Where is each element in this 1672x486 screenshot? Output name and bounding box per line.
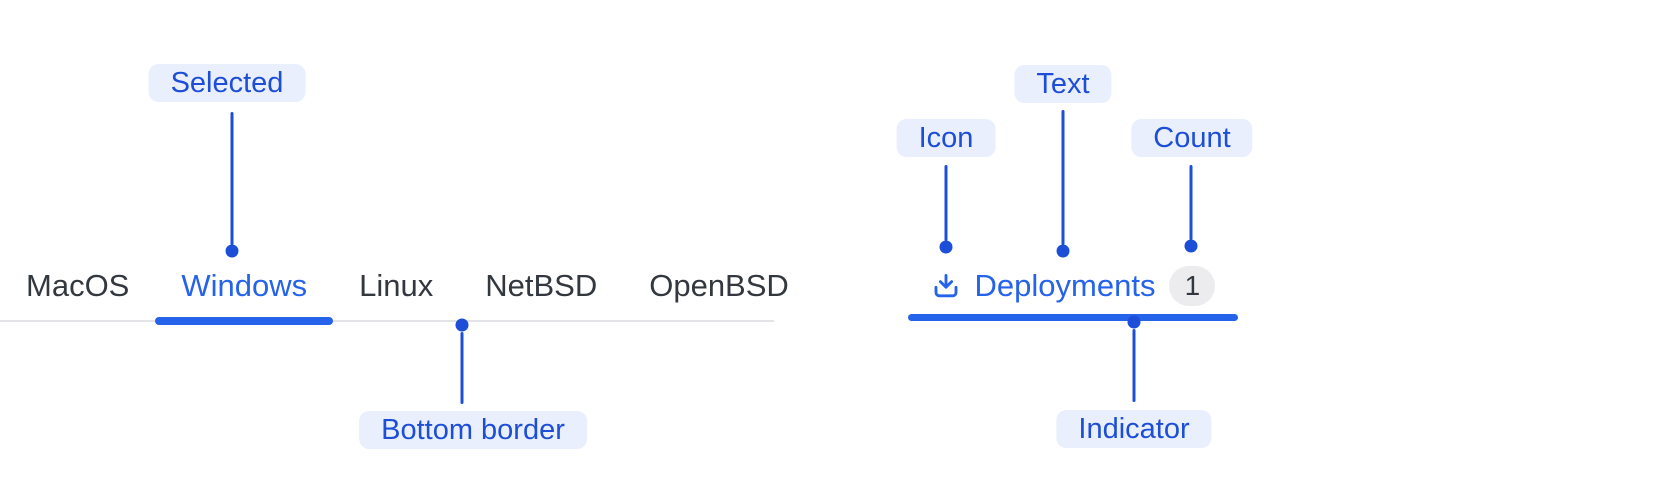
selected-callout-dot — [225, 244, 239, 258]
selected-callout-line — [230, 112, 234, 245]
count-badge: 1 — [1169, 266, 1216, 306]
icon-callout-dot — [939, 240, 953, 254]
tab-label: MacOS — [26, 268, 130, 303]
tab-netbsd[interactable]: NetBSD — [459, 260, 623, 320]
icon-callout-label: Icon — [896, 119, 996, 157]
tab-windows[interactable]: Windows — [155, 260, 334, 325]
download-icon — [934, 273, 957, 298]
tab-openbsd[interactable]: OpenBSD — [623, 260, 815, 320]
count-callout-line — [1189, 165, 1193, 240]
count-callout-label: Count — [1131, 119, 1253, 157]
text-callout-dot — [1056, 244, 1070, 258]
selected-tab-indicator — [155, 317, 334, 325]
tab-label: NetBSD — [485, 268, 598, 303]
selected-callout-label: Selected — [148, 64, 306, 102]
tab-macos[interactable]: MacOS — [0, 260, 155, 320]
tab-label: Deployments — [974, 268, 1156, 303]
indicator-callout-line — [1132, 329, 1136, 402]
tab-label: Linux — [359, 268, 434, 303]
bottom-border-callout-dot — [455, 318, 469, 332]
indicator-callout-label: Indicator — [1056, 410, 1212, 448]
icon-callout-line — [944, 165, 948, 241]
tab-linux[interactable]: Linux — [333, 260, 459, 320]
text-callout-line — [1061, 110, 1065, 245]
active-tab-indicator — [908, 314, 1238, 321]
bottom-border-callout-label: Bottom border — [359, 411, 587, 449]
bottom-border-callout-line — [460, 332, 464, 404]
tab-list: MacOS Windows Linux NetBSD OpenBSD — [0, 260, 789, 325]
indicator-callout-dot — [1127, 315, 1141, 329]
tab-label: Windows — [181, 268, 308, 303]
text-callout-label: Text — [1014, 65, 1112, 103]
tab-label: OpenBSD — [649, 268, 789, 303]
tab-deployments[interactable]: Deployments 1 — [908, 260, 1238, 312]
count-callout-dot — [1184, 239, 1198, 253]
